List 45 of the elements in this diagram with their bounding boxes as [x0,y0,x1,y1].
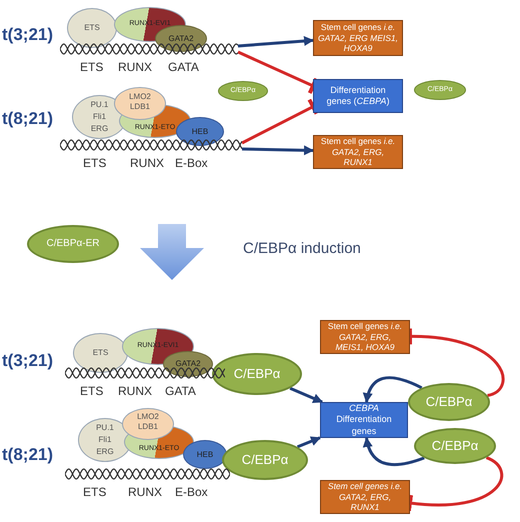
protein-ellipse: C/EBPα [408,383,490,421]
translocation-label: t(3;21) [2,350,54,372]
inhibition-line [237,50,318,94]
motif-label: E-Box [175,484,208,501]
inhibition-line [241,98,318,144]
arrow [242,145,314,156]
motif-label: ETS [80,383,104,400]
protein-ellipse: C/EBPα [212,353,302,395]
protein-ellipse: ETS [73,333,128,373]
motif-label: RUNX [128,484,162,501]
arrow [363,437,425,466]
gene-box: Differentiation genes (CEBPA) [313,79,403,113]
translocation-label: t(8;21) [2,108,54,130]
gene-box: Stem cell genes i.e. GATA2, ERG, RUNX1 [313,135,403,169]
dna-helix-drawing [65,366,225,380]
gene-box: CEBPA Differentiation genes [320,402,408,438]
motif-label: GATA [168,59,199,76]
protein-ellipse: C/EBPα-ER [27,225,119,263]
protein-ellipse: C/EBPα [414,428,496,464]
protein-ellipse: LMO2 LDB1 [114,87,166,120]
gene-box: Stem cell genes i.e. GATA2, ERG, RUNX1 [320,480,410,514]
protein-ellipse: HEB [183,440,227,469]
motif-label: RUNX [130,155,164,172]
arrow [290,386,324,404]
arrow [296,436,321,448]
motif-label: ETS [80,59,104,76]
translocation-label: t(3;21) [2,24,54,46]
protein-ellipse: C/EBPα [222,440,308,480]
dna-helix-drawing [60,138,242,152]
arrow [238,36,314,48]
motif-label: ETS [83,484,106,501]
dna-helix-drawing [60,42,238,56]
motif-label: RUNX [118,59,152,76]
translocation-label: t(8;21) [2,444,54,466]
motif-label: GATA [165,383,196,400]
dna-helix-drawing [65,467,230,481]
gene-box: Stem cell genes i.e. GATA2, ERG, MEIS1, HOXA9 [320,320,410,354]
step-label: C/EBPα induction [243,239,361,259]
motif-label: RUNX [118,383,152,400]
protein-ellipse: ETS [67,8,117,48]
arrow [363,376,422,403]
motif-label: E-Box [175,155,208,172]
protein-ellipse: LMO2 LDB1 [122,408,174,440]
gene-box: Stem cell genes i.e. GATA2, ERG MEIS1, HOXA9 [313,20,403,56]
motif-label: ETS [83,155,106,172]
